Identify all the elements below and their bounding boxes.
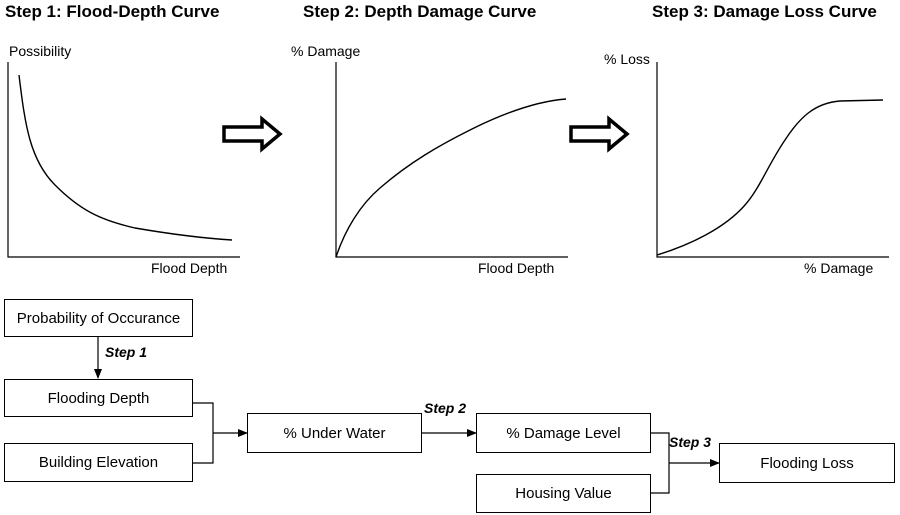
chart1-curve bbox=[18, 74, 233, 241]
step-arrow-1 bbox=[222, 115, 283, 153]
box-damage-level: % Damage Level bbox=[476, 413, 651, 453]
box-under-water: % Under Water bbox=[247, 413, 422, 453]
chart3-ylabel: % Loss bbox=[604, 51, 650, 67]
chart1-axes bbox=[7, 62, 240, 258]
box-flooding-loss: Flooding Loss bbox=[719, 443, 895, 483]
chart2-xlabel: Flood Depth bbox=[478, 260, 555, 276]
box-housing-value: Housing Value bbox=[476, 474, 651, 513]
connector-damage-housing-bracket bbox=[651, 432, 670, 494]
chart3-axes bbox=[656, 62, 889, 258]
chart1-ylabel: Possibility bbox=[9, 43, 72, 59]
panel-1-title: Step 1: Flood-Depth Curve bbox=[5, 2, 220, 21]
step-2-label: Step 2 bbox=[424, 400, 467, 416]
chart1-xlabel: Flood Depth bbox=[151, 260, 228, 276]
box-flooding-depth: Flooding Depth bbox=[4, 379, 193, 417]
box-building-elevation: Building Elevation bbox=[4, 443, 193, 482]
step-1-label: Step 1 bbox=[105, 344, 148, 360]
panel-2-title: Step 2: Depth Damage Curve bbox=[303, 2, 537, 21]
chart3-xlabel: % Damage bbox=[804, 260, 874, 276]
step-arrow-2 bbox=[569, 115, 630, 153]
chart2-axes bbox=[335, 62, 568, 258]
connector-depth-elevation-bracket bbox=[193, 402, 214, 464]
panel-3-title: Step 3: Damage Loss Curve bbox=[652, 2, 877, 21]
box-probability-of-occurance: Probability of Occurance bbox=[4, 299, 193, 337]
step-3-label: Step 3 bbox=[669, 434, 712, 450]
chart2-curve bbox=[335, 98, 567, 258]
chart2-ylabel: % Damage bbox=[291, 43, 361, 59]
chart3-curve bbox=[656, 99, 884, 256]
